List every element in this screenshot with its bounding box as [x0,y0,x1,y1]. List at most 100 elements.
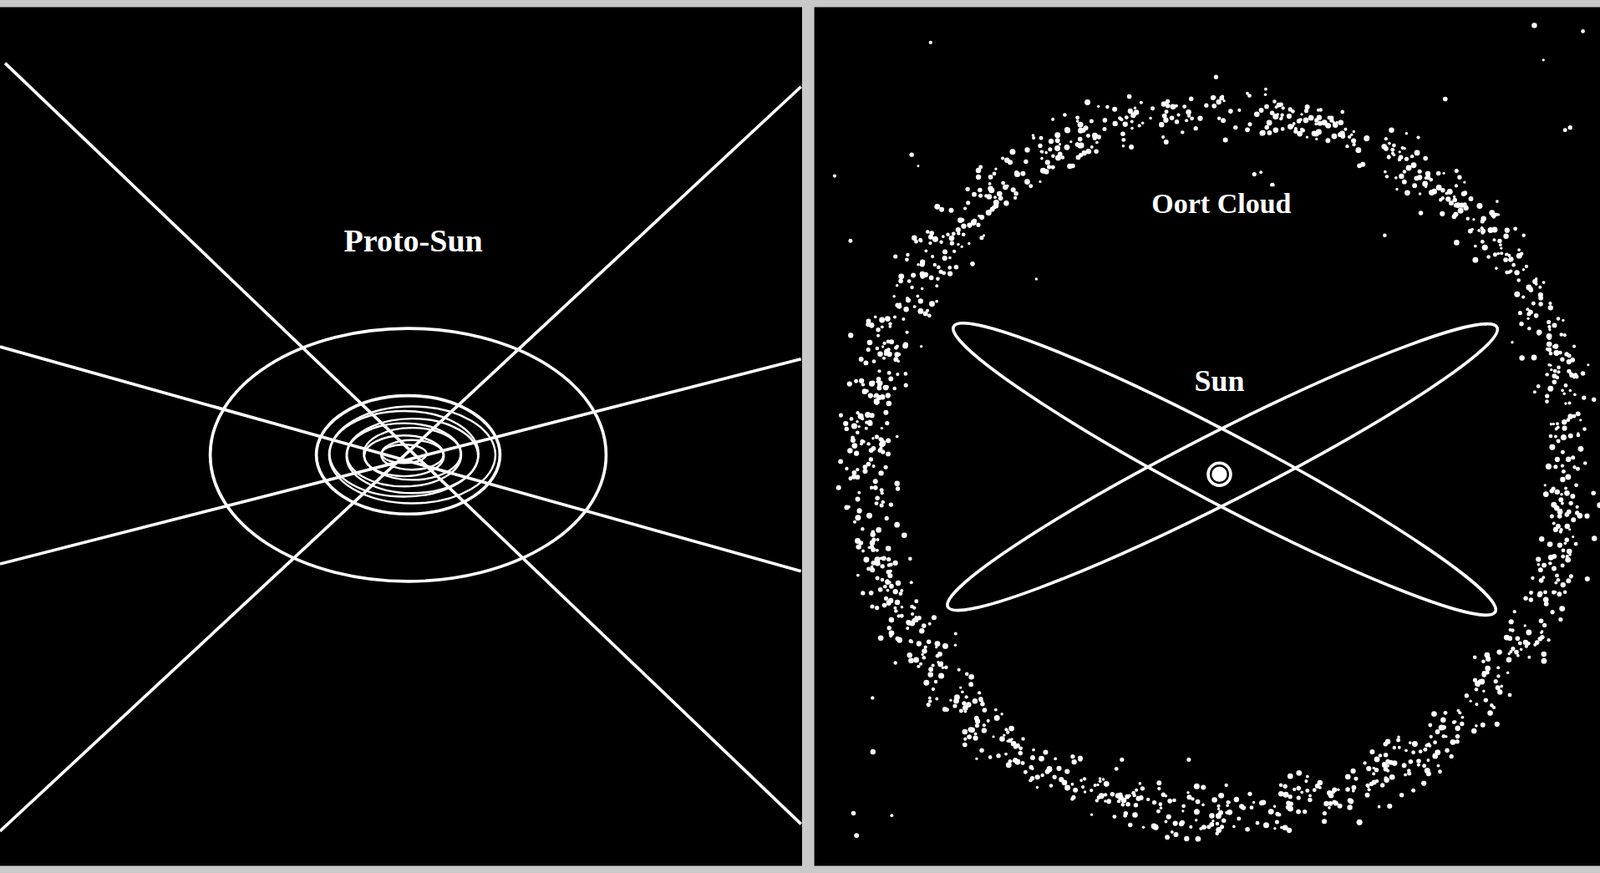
cloud-dot [1325,122,1331,129]
cloud-dot [867,340,874,346]
cloud-dot [1505,253,1509,257]
cloud-dot [975,757,978,761]
cloud-dot [1186,757,1191,762]
cloud-dot [1507,652,1511,656]
cloud-dot [1568,433,1574,439]
cloud-dot [1226,800,1230,804]
cloud-dot [1228,108,1234,114]
cloud-dot [1198,827,1203,831]
cloud-dot [1441,725,1447,731]
cloud-dot [878,587,884,593]
cloud-dot [1468,699,1472,702]
cloud-dot [1436,171,1441,176]
cloud-dot [1549,488,1555,493]
cloud-dot [1279,116,1283,121]
cloud-dot [1538,292,1544,298]
cloud-dot [1483,697,1489,702]
cloud-dot [934,680,939,685]
cloud-dot [1119,757,1124,762]
cloud-dot [1236,817,1241,822]
cloud-dot [1524,644,1529,648]
cloud-dot [1075,115,1080,120]
cloud-dot [1103,781,1110,788]
cloud-dot [895,284,899,287]
cloud-dot [954,632,958,636]
cloud-dot [893,253,898,259]
cloud-dot [1568,528,1571,531]
cloud-dot [994,715,1001,722]
cloud-dot [851,423,858,430]
cloud-dot [1345,144,1349,148]
cloud-dot [871,436,874,440]
cloud-dot [1535,556,1541,562]
cloud-dot [1416,136,1420,140]
cloud-dot [868,393,874,399]
cloud-dot [1569,372,1575,378]
cloud-dot [1546,320,1551,325]
cloud-dot [1439,211,1445,217]
cloud-dot [1452,212,1458,218]
cloud-dot [1064,144,1071,151]
cloud-dot [858,540,864,545]
cloud-dot [1401,762,1407,768]
cloud-dot [1292,121,1296,126]
cloud-dot [1295,786,1301,791]
cloud-dot [1193,783,1200,790]
cloud-dot [887,625,892,630]
cloud-dot [1122,121,1128,127]
cloud-dot [1195,836,1202,843]
cloud-dot [1281,106,1286,110]
cloud-dot [1137,123,1142,127]
cloud-dot [1422,156,1428,162]
cloud-dot [1374,767,1379,773]
cloud-dot [1052,775,1057,780]
cloud-dot [1552,521,1556,525]
cloud-dot [1543,491,1550,498]
cloud-dot [1427,744,1432,748]
cloud-dot [1573,372,1578,377]
sun-label: Sun [1188,363,1250,401]
cloud-dot [1582,426,1587,432]
cloud-dot [1259,800,1264,804]
cloud-dot [1437,769,1443,774]
cloud-dot [1272,113,1279,120]
cloud-dot [1586,363,1590,366]
cloud-dot [1570,455,1575,460]
cloud-dot [905,297,911,303]
cloud-dot [1576,431,1580,435]
cloud-dot [1096,134,1102,140]
cloud-dot [893,660,897,665]
cloud-dot [868,420,873,425]
cloud-dot [1321,818,1327,824]
cloud-dot [887,573,893,579]
cloud-dot [893,609,898,613]
cloud-dot [1014,758,1021,765]
cloud-dot [1437,764,1441,768]
cloud-dot [1030,755,1036,761]
cloud-dot [1082,777,1087,781]
cloud-dot [870,532,876,538]
cloud-dot [1024,147,1030,153]
cloud-dot [882,603,888,609]
cloud-dot [1539,578,1545,584]
cloud-dot [1161,792,1166,798]
cloud-dot [880,441,886,447]
cloud-dot [1171,104,1176,109]
cloud-dot [918,298,924,304]
cloud-dot [1518,310,1523,315]
cloud-dot [955,227,961,233]
cloud-dot [859,441,864,446]
cloud-dot [1040,167,1047,174]
cloud-dot [1127,822,1133,828]
cloud-dot [1569,493,1575,499]
cloud-dot [1453,239,1460,246]
cloud-dot [1481,660,1486,665]
cloud-dot [1029,765,1034,770]
cloud-dot [870,749,876,755]
cloud-dot [1460,716,1464,720]
cloud-dot [1280,113,1284,117]
cloud-dot [1045,159,1051,165]
cloud-dot [1141,121,1145,126]
cloud-dot [916,665,920,669]
cloud-dot [900,605,905,610]
